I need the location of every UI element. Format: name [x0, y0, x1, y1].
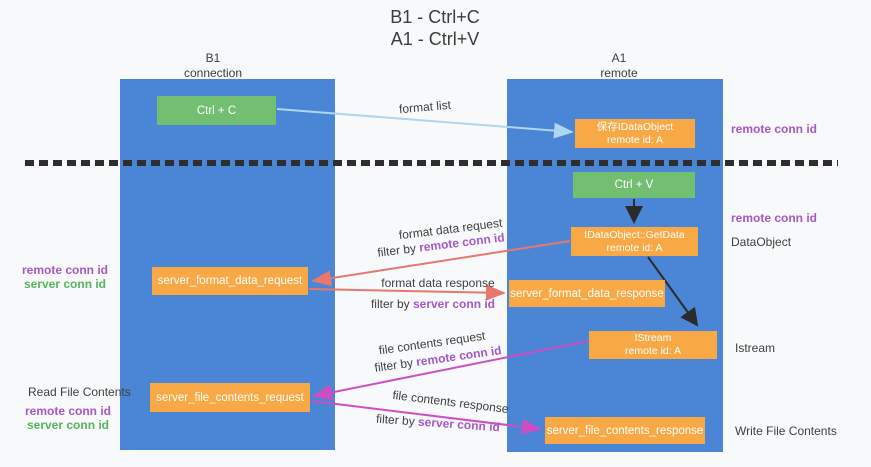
server-conn-id-text: server conn id: [412, 297, 496, 311]
diagram-title: B1 - Ctrl+C A1 - Ctrl+V: [315, 6, 555, 50]
dataobject-annotation: DataObject: [731, 235, 792, 249]
server-format-data-request-box: server_format_data_request: [152, 267, 308, 295]
left-column-name: B1: [205, 51, 221, 65]
ctrl-v-box: Ctrl + V: [573, 172, 695, 198]
write-file-contents-annotation: Write File Contents: [735, 424, 837, 438]
server-file-contents-response-box: server_file_contents_response: [545, 417, 705, 444]
server-format-data-response-box: server_format_data_response: [509, 280, 665, 307]
ctrl-c-box: Ctrl + C: [157, 96, 276, 125]
save-idataobject-line1: 保存IDataObject: [596, 120, 674, 133]
remote-conn-id-annotation-mid: remote conn id: [731, 211, 818, 225]
istream-line2: remote id: A: [624, 345, 682, 357]
left-server-conn-id-annotation-2: server conn id: [26, 418, 110, 432]
left-column-header: B1 connection: [148, 51, 278, 81]
filter-by-text: filter by: [373, 355, 418, 375]
filter-by-server-conn-id-label-1: filter by server conn id: [353, 297, 513, 311]
left-column-subname: connection: [183, 66, 243, 80]
title-line-1: B1 - Ctrl+C: [390, 7, 480, 27]
server-file-contents-request-box: server_file_contents_request: [150, 383, 310, 412]
istream-line1: IStream: [634, 332, 672, 344]
save-idataobject-box: 保存IDataObject remote id: A: [575, 119, 695, 148]
istream-box: IStream remote id: A: [589, 331, 717, 359]
left-remote-conn-id-annotation-1: remote conn id: [21, 263, 108, 277]
getdata-box: IDataObject::GetData remote id: A: [571, 227, 698, 256]
istream-annotation: Istream: [735, 341, 776, 355]
server-conn-id-text: server conn id: [417, 414, 501, 435]
format-list-label: format list: [398, 97, 452, 117]
remote-conn-id-annotation-top: remote conn id: [731, 122, 818, 136]
format-data-response-label: format data response: [381, 276, 495, 290]
filter-by-text: filter by: [375, 411, 419, 429]
save-idataobject-line2: remote id: A: [606, 133, 664, 146]
read-file-contents-annotation: Read File Contents: [28, 385, 131, 399]
getdata-line1: IDataObject::GetData: [584, 228, 685, 241]
title-line-2: A1 - Ctrl+V: [390, 29, 480, 49]
left-remote-conn-id-annotation-2: remote conn id: [24, 404, 111, 418]
left-server-conn-id-annotation-1: server conn id: [23, 277, 107, 291]
right-column-header: A1 remote: [554, 51, 684, 81]
filter-by-text: filter by: [370, 297, 413, 311]
right-column-name: A1: [611, 51, 627, 65]
right-column-subname: remote: [600, 66, 638, 80]
getdata-line2: remote id: A: [606, 241, 663, 254]
